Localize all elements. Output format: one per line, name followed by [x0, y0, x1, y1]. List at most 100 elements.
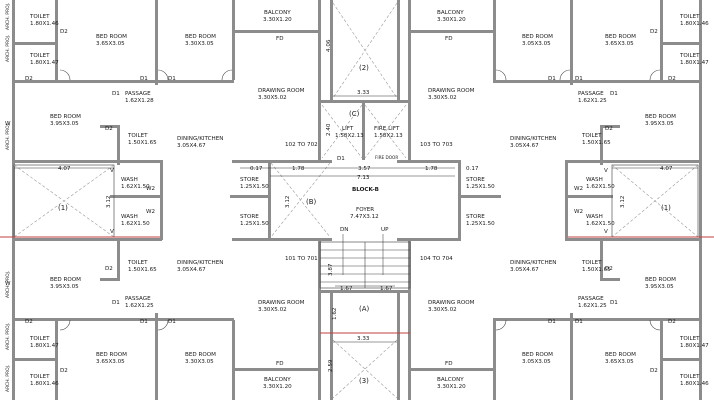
- red-lines: [0, 236, 714, 334]
- room-name: BED ROOM: [96, 352, 127, 358]
- marker-b: (B): [306, 198, 317, 206]
- arch-proj-label: ARCH. PROJ.: [5, 35, 11, 62]
- room-name: TOILET: [127, 133, 148, 139]
- door-swings: [59, 69, 661, 331]
- door-code: D2: [105, 126, 113, 132]
- room-name: WASH: [121, 177, 138, 183]
- room-size: 7.47X3.12: [350, 214, 379, 220]
- room-size: 3.05X4.67: [177, 143, 206, 149]
- room-size: 3.30X3.05: [185, 41, 214, 47]
- window-code: W2: [146, 209, 155, 215]
- room-size: 1.62X1.50: [121, 221, 150, 227]
- door-code: D1: [112, 300, 120, 306]
- room-size: 1.50X1.65: [582, 267, 611, 273]
- door-code: D1: [337, 156, 345, 162]
- room-name: BED ROOM: [605, 352, 636, 358]
- door-code: D2: [25, 76, 33, 82]
- arch-proj-label: ARCH. PROJ.: [5, 365, 11, 392]
- vent-code: V: [604, 229, 608, 235]
- room-name: TOILET: [29, 14, 50, 20]
- door-code: D2: [650, 29, 658, 35]
- room-size: 1.50X1.65: [582, 140, 611, 146]
- room-size: 1.62X1.25: [125, 303, 154, 309]
- unit-number: 101 TO 701: [285, 256, 318, 262]
- dimension-labels: 4.06 3.33 3.33 2.40 0.17 0.17 1.78 1.78 …: [58, 39, 673, 372]
- room-name: BED ROOM: [522, 352, 553, 358]
- room-name: TOILET: [581, 260, 602, 266]
- room-size: 1.80X1.46: [30, 21, 59, 27]
- unit-number: 104 TO 704: [420, 256, 453, 262]
- room-name: STORE: [466, 214, 485, 220]
- door-code: D1: [168, 76, 176, 82]
- fire-door-label: FIRE DOOR: [375, 155, 398, 160]
- room-size: 1.58X2.13: [335, 133, 364, 139]
- door-code: FD: [276, 361, 284, 367]
- door-code: D1: [168, 319, 176, 325]
- room-size: 1.25X1.50: [240, 221, 269, 227]
- room-size: 3.05X4.67: [510, 267, 539, 273]
- dim-label: 1.67: [380, 286, 393, 292]
- room-name: BED ROOM: [522, 34, 553, 40]
- room-name: BALCONY: [264, 10, 291, 16]
- arch-proj-label: ARCH. PROJ.: [5, 323, 11, 350]
- door-code: FD: [445, 361, 453, 367]
- room-size: 3.95X3.05: [645, 121, 674, 127]
- dim-label: 1.78: [292, 166, 305, 172]
- room-name: BALCONY: [437, 377, 464, 383]
- room-name: DRAWING ROOM: [428, 88, 475, 94]
- room-size: 1.62X1.50: [586, 184, 615, 190]
- room-size: 3.30X1.20: [437, 384, 466, 390]
- room-name: DINING/KITCHEN: [510, 260, 556, 266]
- dim-label: 4.07: [660, 166, 673, 172]
- room-name: BED ROOM: [185, 34, 216, 40]
- room-name: DINING/KITCHEN: [510, 136, 556, 142]
- room-size: 1.80X1.46: [680, 21, 709, 27]
- room-name: WASH: [586, 177, 603, 183]
- room-size: 1.80X1.47: [30, 60, 59, 66]
- door-code: D1: [610, 300, 618, 306]
- room-size: 3.30X5.02: [428, 307, 457, 313]
- room-size: 3.30X3.05: [185, 359, 214, 365]
- door-code: FD: [445, 36, 453, 42]
- window-code: W: [5, 121, 11, 127]
- room-name: BED ROOM: [645, 114, 676, 120]
- unit-number: 102 TO 702: [285, 142, 318, 148]
- marker-1-right: (1): [661, 204, 671, 212]
- room-size: 1.62X1.25: [578, 303, 607, 309]
- room-size: 3.95X3.05: [50, 121, 79, 127]
- room-size: 1.50X1.65: [128, 267, 157, 273]
- room-name: TOILET: [679, 53, 700, 59]
- room-size: 3.65X3.05: [605, 359, 634, 365]
- door-code: D1: [575, 76, 583, 82]
- room-size: 3.30X5.02: [428, 95, 457, 101]
- arch-proj-label: ARCH. PROJ.: [5, 271, 11, 298]
- door-code: D1: [548, 76, 556, 82]
- room-name: WASH: [121, 214, 138, 220]
- vent-code: V: [110, 168, 114, 174]
- room-size: 3.30X1.20: [263, 384, 292, 390]
- dim-label: 3.33: [357, 90, 370, 96]
- arch-proj-labels: ARCH. PROJ. ARCH. PROJ. ARCH. PROJ. ARCH…: [5, 3, 11, 392]
- room-size: 1.25X1.50: [466, 221, 495, 227]
- window-code: W2: [146, 186, 155, 192]
- room-name: PASSAGE: [125, 296, 151, 302]
- room-name: BED ROOM: [50, 114, 81, 120]
- room-name: BED ROOM: [96, 34, 127, 40]
- room-name: BALCONY: [264, 377, 291, 383]
- arch-proj-label: ARCH. PROJ.: [5, 123, 11, 150]
- door-code: D2: [605, 126, 613, 132]
- room-size: 3.30X1.20: [263, 17, 292, 23]
- room-size: 3.05X4.67: [177, 267, 206, 273]
- room-size: 1.80X1.46: [30, 381, 59, 387]
- door-code: D2: [650, 368, 658, 374]
- room-labels: TOILET 1.80X1.46 TOILET 1.80X1.47 BED RO…: [29, 10, 709, 390]
- room-name: STORE: [240, 214, 259, 220]
- door-code: D1: [575, 319, 583, 325]
- door-code: D1: [548, 319, 556, 325]
- room-name: PASSAGE: [578, 91, 604, 97]
- room-size: 3.30X5.02: [258, 307, 287, 313]
- door-code: D2: [668, 76, 676, 82]
- marker-a: (A): [359, 305, 370, 313]
- room-size: 1.58X2.13: [374, 133, 403, 139]
